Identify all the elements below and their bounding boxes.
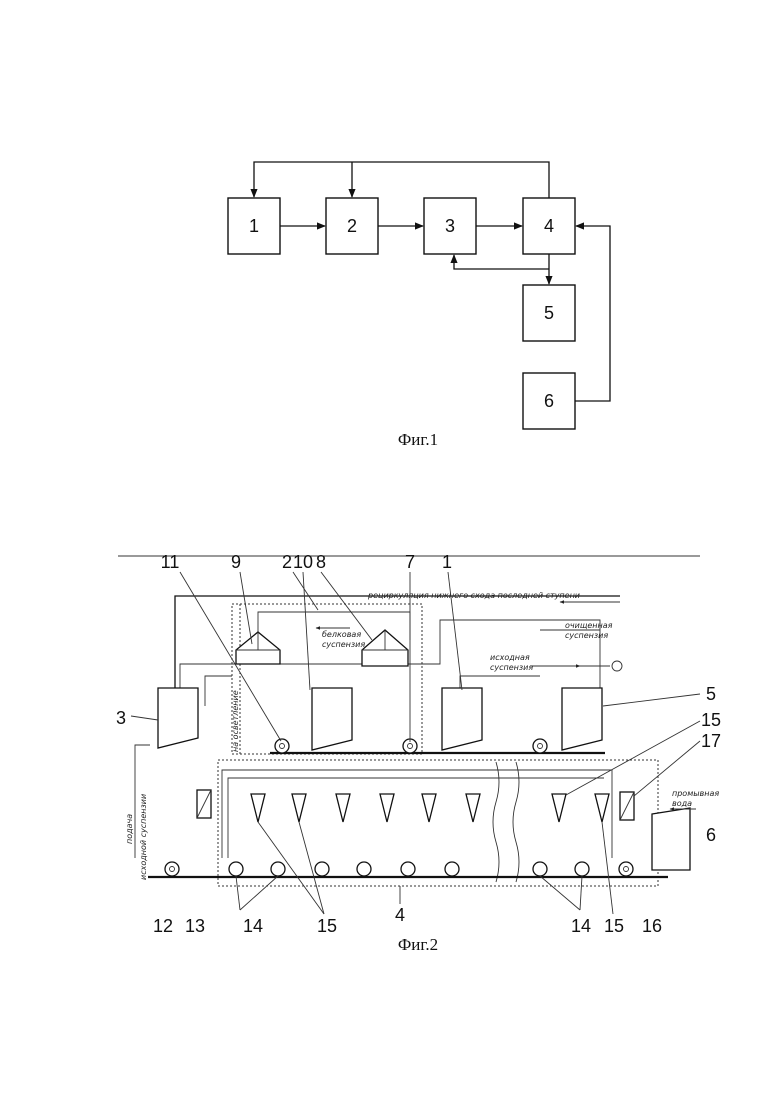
callout-14-left: 14 [243,916,263,936]
clarification-text: на осветление [231,690,240,752]
callout-12: 12 [153,916,173,936]
figure-1-block-diagram: 1 2 3 4 5 6 Фиг.1 [228,162,610,449]
hydrocyclone-group [251,794,609,822]
block-1-label: 1 [249,216,259,236]
hopper-1 [442,688,482,750]
arrow-6-to-4 [575,226,610,401]
block-5-label: 5 [544,303,554,323]
hopper-3 [158,688,198,748]
callout-1: 1 [442,552,452,572]
arrow-4-to-3 [454,255,549,269]
block-3-label: 3 [445,216,455,236]
pump-5a [533,739,547,753]
callout-13: 13 [185,916,205,936]
hopper-5 [562,688,602,750]
wash-water-tank-6 [652,808,690,870]
figure-2-caption: Фиг.2 [398,935,438,954]
block-2-label: 2 [347,216,357,236]
callout-14-right: 14 [571,916,591,936]
figure-2-process-scheme: рециркуляция нижнего схода последней сту… [116,552,721,954]
recirculation-text: рециркуляция нижнего схода последней сту… [367,591,580,600]
feed-text-1: подача [125,814,134,844]
wash-water-text-1: промывная [672,789,719,798]
callout-5: 5 [706,684,716,704]
source-suspension-text-2: суспензия [490,663,533,672]
pump-12 [165,862,179,876]
protein-suspension-text-2: суспензия [322,640,365,649]
wash-water-text-2: вода [672,799,692,808]
callout-8: 8 [316,552,326,572]
hopper-10 [312,688,352,750]
callout-2: 2 [282,552,292,572]
break-line [493,762,499,882]
block-6-label: 6 [544,391,554,411]
protein-suspension-text-1: белковая [322,630,361,639]
purified-suspension-text-2: суспензия [565,631,608,640]
callout-4: 4 [395,905,405,925]
pump-11 [275,739,289,753]
callout-7: 7 [405,552,415,572]
pump-16 [619,862,633,876]
block-4-label: 4 [544,216,554,236]
callout-15-left: 15 [317,916,337,936]
pumps-14 [229,862,589,876]
callout-15-right: 15 [604,916,624,936]
callout-16: 16 [642,916,662,936]
purified-suspension-text-1: очищенная [565,621,613,630]
feedback-4-to-1 [254,162,549,198]
callout-6: 6 [706,825,716,845]
figure-1-caption: Фиг.1 [398,430,438,449]
feed-text-2: исходной суспензии [139,794,148,880]
callout-11: 11 [161,552,180,572]
callout-17: 17 [701,731,721,751]
callout-9: 9 [231,552,241,572]
callout-15-upper: 15 [701,710,721,730]
source-suspension-text-1: исходная [490,653,530,662]
callout-3: 3 [116,708,126,728]
callout-10: 10 [293,552,313,572]
